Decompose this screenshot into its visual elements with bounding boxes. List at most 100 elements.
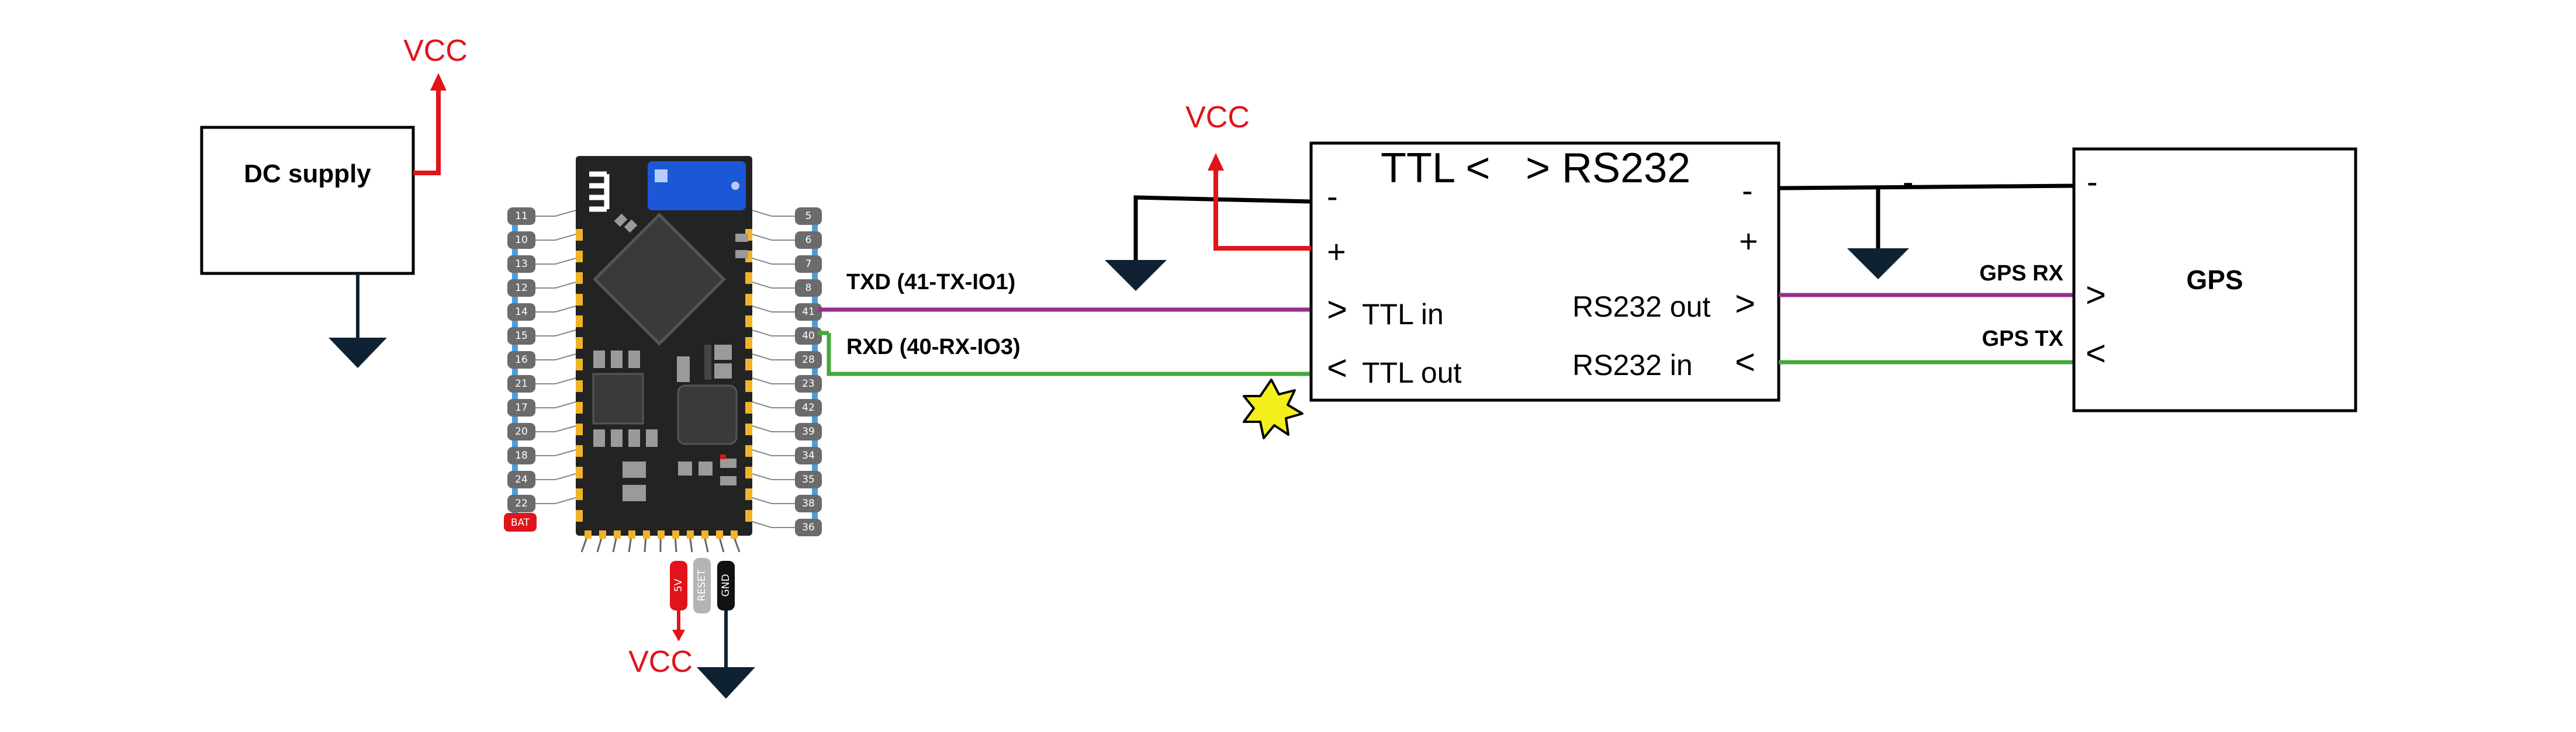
- right-pin: 6: [752, 231, 822, 249]
- right-pin-bg: [795, 351, 822, 369]
- rs232-out-label: RS232 out: [1572, 290, 1710, 323]
- right-pad: [745, 359, 752, 370]
- left-pin-label: 20: [515, 426, 528, 438]
- right-pad: [745, 294, 752, 306]
- right-pin-label: 8: [805, 282, 812, 294]
- right-pin-trace: [752, 210, 795, 217]
- left-pin: 14: [507, 303, 576, 321]
- right-pad: [745, 402, 752, 414]
- left-pin-label: 14: [515, 306, 528, 318]
- rx-wire: [827, 333, 1311, 376]
- right-pin-bg: [795, 495, 822, 512]
- antenna-dot: [731, 182, 739, 190]
- dc-supply-vcc-label: VCC: [403, 34, 468, 68]
- right-pin: 38: [752, 495, 822, 512]
- left-pad: [576, 467, 583, 478]
- gps-minus-outside: -: [1903, 163, 1914, 200]
- right-pin-label: 28: [802, 354, 815, 366]
- left-pin-trace: [535, 497, 576, 504]
- left-pin: 11: [507, 207, 576, 225]
- converter-title-left: TTL <: [1381, 145, 1490, 192]
- left-pin-label: 11: [515, 210, 528, 222]
- left-pin-bg: [507, 279, 535, 297]
- right-pin-trace: [752, 234, 795, 241]
- red-led: [720, 455, 726, 459]
- dc-supply-ground-icon: [329, 338, 387, 368]
- converter-minus-right: -: [1742, 172, 1753, 209]
- pin-5v-bg: [670, 561, 687, 610]
- bat-pin-label: BAT: [511, 517, 530, 529]
- right-pad: [745, 424, 752, 435]
- pin-gnd-label: GND: [720, 574, 732, 597]
- right-pin-trace: [752, 425, 795, 432]
- right-pin-label: 42: [802, 402, 815, 414]
- right-pin-label: 38: [802, 498, 815, 509]
- right-pin-bg: [795, 423, 822, 440]
- right-pin-trace: [752, 329, 795, 336]
- right-pin-label: 41: [802, 306, 815, 318]
- left-pin-trace: [535, 258, 576, 265]
- right-pin-label: 40: [802, 330, 815, 342]
- rs232-out-arrow: >: [1735, 284, 1755, 323]
- gps-tx-label: GPS TX: [1982, 327, 2064, 351]
- left-pin-bg: [507, 423, 535, 440]
- ttl-rs232-converter: TTL < > RS232 - VCC + > TTL in < TTL out…: [1105, 100, 1780, 439]
- right-pin-bg: [795, 471, 822, 488]
- ttl-in-label: TTL in: [1362, 298, 1444, 331]
- left-pin: 20: [507, 423, 576, 440]
- dc-supply-label: DC supply: [244, 159, 371, 188]
- left-pin-bg: [507, 255, 535, 273]
- right-pad: [745, 445, 752, 457]
- right-pin-bg: [795, 447, 822, 464]
- right-pin: 39: [752, 423, 822, 440]
- left-pin-trace: [535, 282, 576, 289]
- left-pad: [576, 229, 583, 241]
- dc-supply-vcc-arrow: [430, 73, 447, 91]
- converter-ground-wire: [1133, 195, 1312, 260]
- left-pin-bg: [507, 231, 535, 249]
- left-header-strip: [512, 207, 518, 532]
- left-pad: [576, 337, 583, 349]
- converter-gps-ground-wire: [1778, 183, 2074, 190]
- converter-ground-icon: [1105, 260, 1167, 291]
- left-pin-bg: [507, 207, 535, 225]
- left-pin-trace: [535, 425, 576, 432]
- third-chip: [677, 384, 738, 445]
- antenna-block: [648, 161, 746, 210]
- left-pin: 18: [507, 447, 576, 464]
- left-pin: 10: [507, 231, 576, 249]
- gps-tx-arrow: <: [2086, 334, 2106, 373]
- left-pin-label: 17: [515, 402, 528, 414]
- gps-minus-inside: -: [2087, 163, 2098, 200]
- right-pin: 36: [752, 519, 822, 536]
- ttl-out-arrow: <: [1327, 348, 1347, 387]
- right-pin-trace: [752, 497, 795, 504]
- left-pin-trace: [535, 401, 576, 408]
- right-pin-label: 5: [805, 210, 812, 222]
- right-pin-trace: [752, 473, 795, 480]
- right-pad: [745, 337, 752, 349]
- converter-plus-left: +: [1327, 233, 1346, 270]
- right-header-strip: [812, 207, 818, 532]
- right-pin-bg: [795, 207, 822, 225]
- left-pin-bg: [507, 399, 535, 417]
- left-pin-trace: [535, 306, 576, 313]
- left-pad: [576, 272, 583, 284]
- dc-supply-box: [200, 126, 415, 275]
- right-pin: 42: [752, 399, 822, 417]
- left-pin-label: 18: [515, 450, 528, 462]
- left-pin-label: 22: [515, 498, 528, 509]
- right-pin-trace: [752, 306, 795, 313]
- left-pad: [576, 402, 583, 414]
- dc-supply-vcc-wire: [413, 85, 441, 175]
- gps-module: GPS - > <: [2072, 147, 2357, 412]
- right-pad: [745, 467, 752, 478]
- left-pin: 24: [507, 471, 576, 488]
- ttl-out-label: TTL out: [1362, 356, 1462, 389]
- left-pin-label: 13: [515, 258, 528, 270]
- left-pin: 15: [507, 327, 576, 345]
- right-pin-bg: [795, 255, 822, 273]
- right-pin-bg: [795, 399, 822, 417]
- right-pin-trace: [752, 258, 795, 265]
